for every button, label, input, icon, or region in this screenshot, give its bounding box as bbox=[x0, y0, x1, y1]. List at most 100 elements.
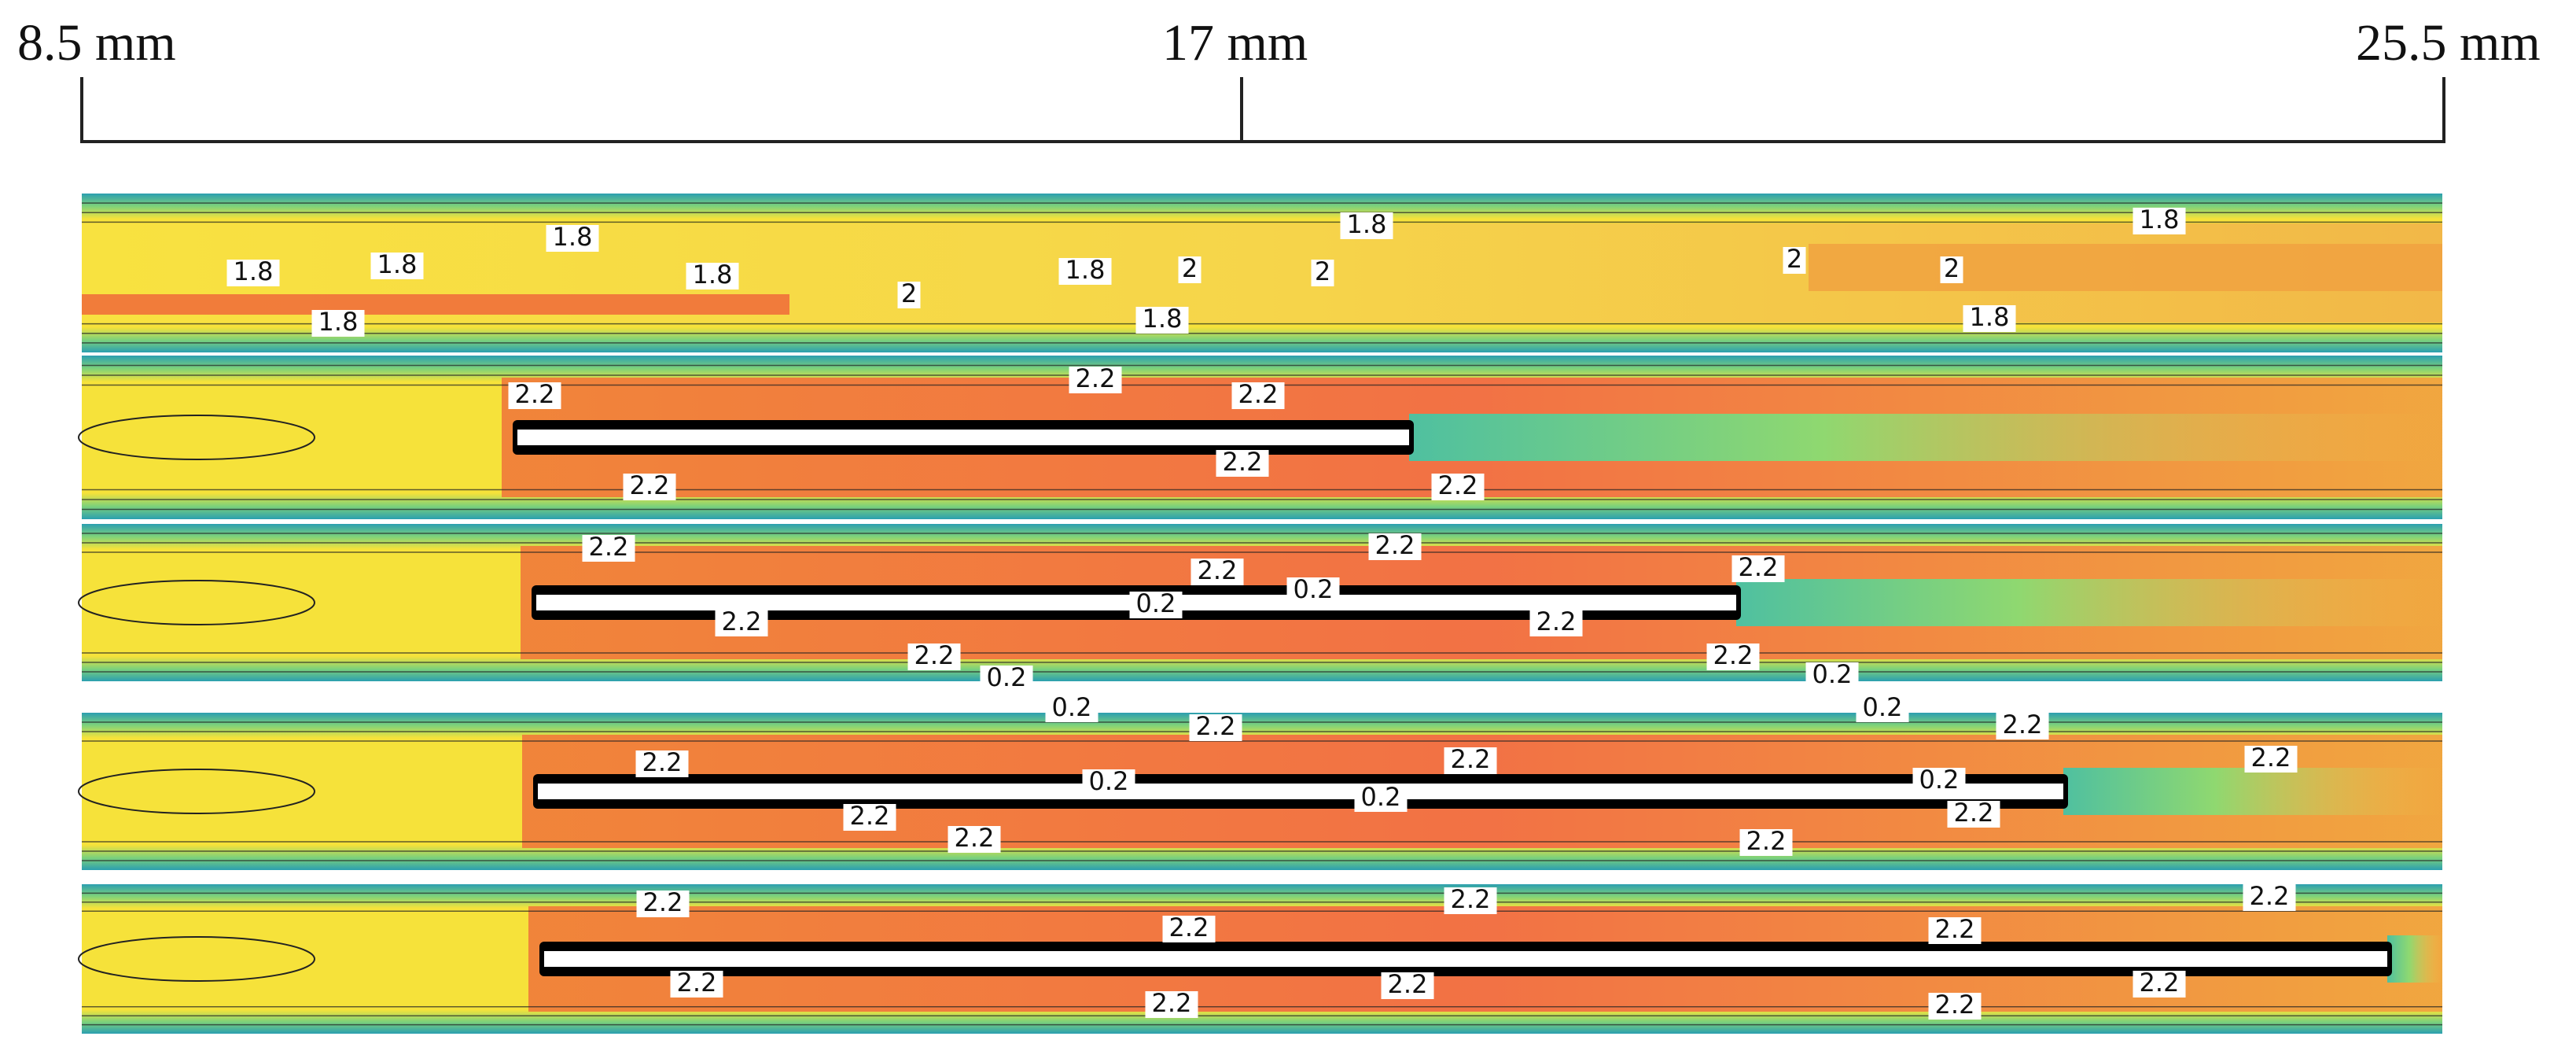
contour-label-bg bbox=[1805, 662, 1859, 689]
crack-wake bbox=[2063, 768, 2442, 815]
contour-label-bg bbox=[1912, 768, 1966, 795]
contour-loop-left bbox=[78, 580, 315, 625]
contour-label: 2.2 bbox=[722, 607, 762, 636]
contour-loop-left bbox=[78, 769, 315, 814]
contour-label-bg bbox=[1135, 307, 1189, 334]
contour-label: 2.2 bbox=[1238, 379, 1279, 409]
contour-label: 1.8 bbox=[377, 249, 418, 279]
contour-label-bg bbox=[623, 474, 676, 500]
contour-label: 2.2 bbox=[2251, 743, 2291, 773]
contour-label: 2.2 bbox=[1935, 914, 1975, 944]
contour-label-bg bbox=[1706, 644, 1760, 670]
contour-label-bg bbox=[1129, 592, 1183, 618]
contour-label-bg bbox=[1856, 695, 1909, 722]
contour-label-bg bbox=[1231, 382, 1285, 409]
contour-label-bg bbox=[582, 535, 635, 562]
contour-label-bg bbox=[1928, 993, 1982, 1020]
contour-label: 0.2 bbox=[1052, 692, 1092, 722]
contour-label: 1.8 bbox=[553, 222, 593, 252]
contour-label: 0.2 bbox=[1361, 782, 1401, 812]
contour-label-bg bbox=[980, 666, 1033, 692]
contour-label: 2.2 bbox=[515, 379, 555, 409]
contour-label-bg bbox=[1286, 577, 1340, 604]
contour-label-bg bbox=[1082, 769, 1135, 796]
contour-label-bg bbox=[636, 891, 690, 917]
contour-label-bg bbox=[1947, 801, 2000, 828]
contour-label-bg bbox=[1731, 555, 1785, 582]
contour-label-bg bbox=[1190, 559, 1244, 585]
contour-label: 2 bbox=[1315, 256, 1330, 286]
contour-label: 1.8 bbox=[2140, 205, 2180, 234]
scale-tick-right bbox=[2442, 77, 2445, 143]
contour-label-bg bbox=[1381, 972, 1434, 999]
contour-label-bg bbox=[1444, 747, 1497, 774]
crack-wake bbox=[2387, 935, 2442, 983]
contour-label: 2 bbox=[901, 278, 917, 308]
scale-tick-left bbox=[80, 77, 83, 143]
contour-label: 2.2 bbox=[914, 640, 955, 670]
contour-label-bg bbox=[948, 826, 1001, 853]
scale-label-mid: 17 mm bbox=[1162, 14, 1308, 72]
contour-label: 1.8 bbox=[1065, 255, 1106, 285]
contour-label: 2.2 bbox=[1739, 552, 1779, 582]
contour-loop-left bbox=[78, 415, 315, 460]
contour-label: 2.2 bbox=[850, 801, 890, 831]
contour-label-bg bbox=[226, 260, 280, 286]
contour-label: 2.2 bbox=[630, 470, 670, 500]
contour-label-bg bbox=[1145, 991, 1198, 1018]
contour-label: 0.2 bbox=[1089, 766, 1129, 796]
contour-label-bg bbox=[311, 310, 365, 337]
contour-label: 1.8 bbox=[1347, 209, 1387, 239]
contour-label: 2.2 bbox=[1451, 744, 1491, 774]
contour-label: 2.2 bbox=[2003, 710, 2043, 739]
scale-bar: 8.5 mm 17 mm 25.5 mm bbox=[0, 0, 2576, 157]
crack-slit bbox=[538, 784, 2063, 799]
contour-label-bg bbox=[1189, 714, 1242, 741]
contour-label-bg bbox=[1045, 695, 1098, 722]
contour-label: 2.2 bbox=[2140, 968, 2180, 998]
contour-label: 2.2 bbox=[1169, 913, 1209, 942]
contour-label-bg bbox=[508, 382, 561, 409]
contour-label-bg bbox=[2244, 746, 2298, 773]
panel-2 bbox=[78, 356, 2442, 519]
contour-label-bg bbox=[1311, 260, 1334, 286]
contour-label: 0.2 bbox=[987, 662, 1027, 692]
contour-label: 2.2 bbox=[677, 968, 717, 998]
contour-label: 2.2 bbox=[1536, 607, 1577, 636]
contour-label: 2.2 bbox=[589, 532, 629, 562]
contour-label-bg bbox=[1444, 887, 1497, 914]
contour-label: 1.8 bbox=[318, 307, 359, 337]
contour-label: 2.2 bbox=[642, 747, 683, 777]
contour-label: 2.2 bbox=[1076, 363, 1116, 393]
contour-label: 0.2 bbox=[1863, 692, 1903, 722]
contour-label-bg bbox=[2243, 884, 2296, 911]
panel-1 bbox=[82, 194, 2442, 352]
crack-wake bbox=[1409, 414, 2442, 461]
contour-label: 2.2 bbox=[1196, 711, 1236, 741]
contour-label-bg bbox=[1940, 256, 1963, 283]
contour-label-bg bbox=[897, 282, 921, 308]
contour-label: 2 bbox=[1182, 253, 1198, 283]
contour-label-bg bbox=[1739, 829, 1793, 856]
crack-slit bbox=[544, 951, 2387, 967]
contour-label-bg bbox=[546, 225, 599, 252]
contour-label: 2.2 bbox=[1388, 969, 1428, 999]
panels-layer bbox=[78, 194, 2442, 1034]
contour-label-bg bbox=[843, 804, 896, 831]
crack-wake bbox=[1736, 579, 2442, 626]
contour-label-bg bbox=[1529, 610, 1583, 636]
contour-label: 1.8 bbox=[693, 260, 733, 289]
contour-label: 2.2 bbox=[1152, 988, 1192, 1018]
contour-loop-left bbox=[78, 936, 315, 982]
contour-label: 2.2 bbox=[1713, 640, 1754, 670]
contour-label: 2.2 bbox=[1746, 826, 1787, 856]
contour-label-bg bbox=[907, 644, 961, 670]
contour-label: 1.8 bbox=[234, 256, 274, 286]
scale-label-left: 8.5 mm bbox=[17, 14, 176, 72]
contour-label-bg bbox=[1162, 916, 1216, 942]
contour-label-bg bbox=[635, 750, 689, 777]
contour-label-bg bbox=[1783, 247, 1806, 274]
contour-label-bg bbox=[1216, 450, 1269, 477]
contour-label-bg bbox=[1058, 258, 1112, 285]
